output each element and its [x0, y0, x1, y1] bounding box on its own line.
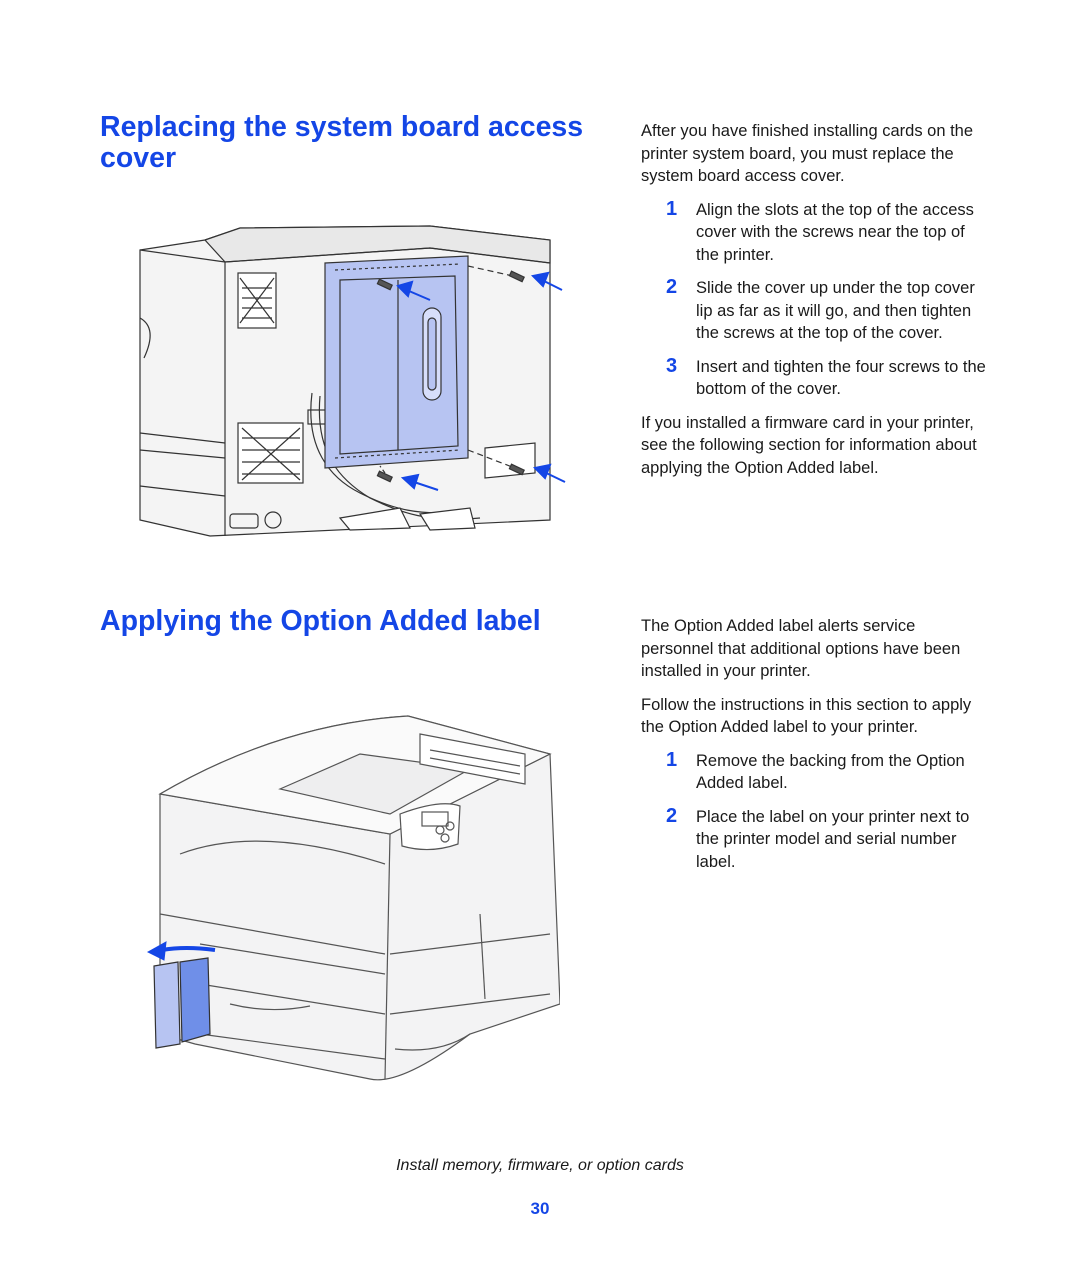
step-text: Place the label on your printer next to … — [696, 807, 970, 871]
section1-text: After you have finished installing cards… — [641, 120, 986, 490]
step-text: Remove the backing from the Option Added… — [696, 751, 965, 793]
step-number: 1 — [666, 748, 678, 771]
step-number: 3 — [666, 354, 678, 377]
section1-outro: If you installed a firmware card in your… — [641, 413, 977, 477]
step-number: 2 — [666, 804, 678, 827]
section1-step-2: 2 Slide the cover up under the top cover… — [641, 276, 986, 345]
page-number: 30 — [530, 1199, 550, 1218]
section-title-replacing-cover: Replacing the system board access cover — [100, 111, 584, 174]
section-title-applying-label: Applying the Option Added label — [100, 605, 541, 637]
section2-step-1: 1 Remove the backing from the Option Add… — [641, 748, 986, 795]
step-text: Insert and tighten the four screws to th… — [696, 357, 986, 399]
printer-front-illustration — [140, 714, 561, 1086]
step-number: 2 — [666, 276, 678, 298]
section1-step-1: 1 Align the slots at the top of the acce… — [641, 197, 986, 267]
section2-intro2: Follow the instructions in this section … — [641, 695, 972, 737]
section2-step-2: 2 Place the label on your printer next t… — [641, 804, 986, 874]
section2-text: The Option Added label alerts service pe… — [641, 615, 986, 884]
printer-rear-access-cover-icon — [139, 225, 566, 537]
step-number: 1 — [666, 197, 678, 220]
printer-rear-illustration — [130, 218, 570, 538]
step-text: Slide the cover up under the top cover l… — [696, 279, 975, 342]
section2-intro: The Option Added label alerts service pe… — [641, 617, 961, 680]
section1-step-3: 3 Insert and tighten the four screws to … — [641, 354, 986, 401]
section1-intro: After you have finished installing cards… — [641, 122, 974, 185]
footer-chapter-title: Install memory, firmware, or option card… — [396, 1157, 684, 1174]
printer-front-label-icon — [146, 715, 561, 1081]
step-text: Align the slots at the top of the access… — [696, 200, 974, 264]
